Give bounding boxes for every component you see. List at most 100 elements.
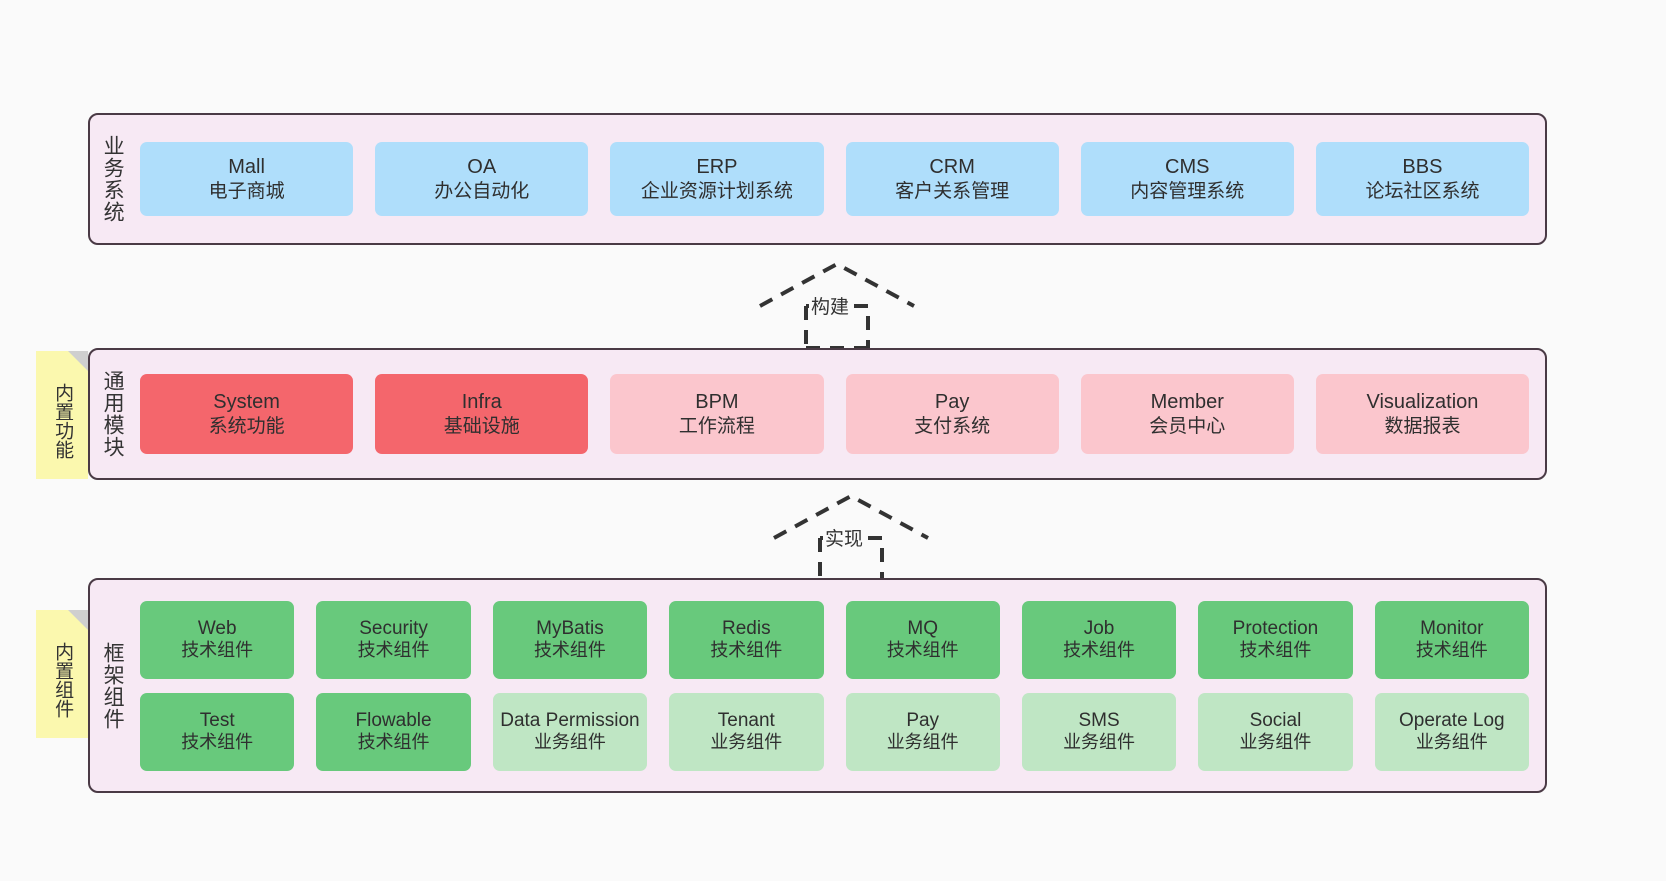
- card-subtitle: 技术组件: [1063, 640, 1136, 661]
- note-builtin-component: 内置组件: [36, 610, 88, 738]
- framework-row-business: Test 技术组件 Flowable 技术组件 Data Permission …: [140, 692, 1529, 771]
- module-card-visualization[interactable]: Visualization 数据报表: [1315, 374, 1530, 454]
- business-card-mall[interactable]: Mall 电子商城: [140, 142, 354, 216]
- card-title: Pay: [906, 709, 940, 731]
- framework-card-social[interactable]: Social 业务组件: [1198, 692, 1353, 771]
- card-title: Infra: [461, 390, 502, 413]
- card-subtitle: 技术组件: [181, 640, 254, 661]
- card-title: Tenant: [717, 709, 775, 731]
- card-title: SMS: [1078, 709, 1120, 731]
- arrow-build-label: 构建: [809, 292, 852, 319]
- layer-modules-title: 通用模块: [101, 370, 125, 458]
- card-title: Security: [359, 617, 428, 639]
- framework-card-job[interactable]: Job 技术组件: [1021, 600, 1177, 679]
- card-subtitle: 论坛社区系统: [1365, 180, 1480, 202]
- card-title: Social: [1249, 709, 1302, 731]
- arrow-implement-label: 实现: [823, 524, 866, 551]
- card-subtitle: 技术组件: [1239, 640, 1312, 661]
- card-subtitle: 内容管理系统: [1130, 180, 1245, 202]
- card-title: Test: [199, 709, 235, 731]
- card-title: CMS: [1165, 155, 1210, 178]
- card-title: Member: [1150, 390, 1224, 413]
- card-subtitle: 办公自动化: [434, 180, 530, 202]
- framework-card-security[interactable]: Security 技术组件: [316, 600, 471, 679]
- card-title: Data Permission: [500, 709, 640, 731]
- card-title: Web: [197, 617, 237, 639]
- card-subtitle: 客户关系管理: [895, 180, 1010, 202]
- framework-card-test[interactable]: Test 技术组件: [140, 692, 295, 771]
- card-title: MQ: [907, 617, 938, 639]
- arrow-implement: 实现: [766, 490, 936, 582]
- card-title: CRM: [929, 155, 975, 178]
- business-card-bbs[interactable]: BBS 论坛社区系统: [1315, 142, 1530, 216]
- layer-general-modules: 通用模块 System 系统功能 Infra 基础设施 BPM 工作流程 Pay…: [88, 348, 1547, 480]
- framework-card-monitor[interactable]: Monitor 技术组件: [1374, 600, 1529, 679]
- card-title: Protection: [1232, 617, 1319, 639]
- module-card-system[interactable]: System 系统功能: [140, 374, 354, 454]
- business-card-crm[interactable]: CRM 客户关系管理: [845, 142, 1059, 216]
- framework-card-mq[interactable]: MQ 技术组件: [845, 600, 1000, 679]
- framework-card-sms[interactable]: SMS 业务组件: [1021, 692, 1177, 771]
- card-subtitle: 技术组件: [181, 732, 254, 753]
- card-subtitle: 工作流程: [678, 415, 755, 437]
- framework-card-operate-log[interactable]: Operate Log 业务组件: [1374, 692, 1529, 771]
- card-subtitle: 技术组件: [710, 640, 783, 661]
- card-subtitle: 业务组件: [1415, 732, 1488, 753]
- card-subtitle: 支付系统: [914, 415, 991, 437]
- card-title: Visualization: [1366, 390, 1479, 413]
- card-subtitle: 会员中心: [1149, 415, 1226, 437]
- card-subtitle: 业务组件: [1063, 732, 1136, 753]
- card-title: MyBatis: [536, 617, 604, 639]
- card-subtitle: 技术组件: [1415, 640, 1488, 661]
- framework-card-tenant[interactable]: Tenant 业务组件: [669, 692, 824, 771]
- framework-card-protection[interactable]: Protection 技术组件: [1198, 600, 1353, 679]
- card-title: Flowable: [355, 709, 432, 731]
- module-card-member[interactable]: Member 会员中心: [1080, 374, 1294, 454]
- card-title: System: [213, 390, 280, 413]
- layer-business-systems: 业务系统 Mall 电子商城 OA 办公自动化 ERP 企业资源计划系统 CRM…: [88, 113, 1547, 245]
- card-subtitle: 数据报表: [1384, 415, 1461, 437]
- card-subtitle: 技术组件: [357, 640, 430, 661]
- card-subtitle: 技术组件: [533, 640, 606, 661]
- module-card-pay[interactable]: Pay 支付系统: [845, 374, 1059, 454]
- modules-row: System 系统功能 Infra 基础设施 BPM 工作流程 Pay 支付系统…: [140, 374, 1530, 454]
- arrow-build: 构建: [752, 258, 922, 350]
- card-subtitle: 业务组件: [886, 732, 959, 753]
- framework-card-mybatis[interactable]: MyBatis 技术组件: [492, 600, 648, 679]
- card-title: Operate Log: [1398, 709, 1505, 731]
- layer-modules-body: System 系统功能 Infra 基础设施 BPM 工作流程 Pay 支付系统…: [134, 350, 1545, 478]
- card-title: BPM: [695, 390, 739, 413]
- card-subtitle: 技术组件: [886, 640, 959, 661]
- business-card-erp[interactable]: ERP 企业资源计划系统: [610, 142, 824, 216]
- card-subtitle: 业务组件: [1239, 732, 1312, 753]
- framework-card-data-permission[interactable]: Data Permission 业务组件: [492, 692, 648, 771]
- framework-card-web[interactable]: Web 技术组件: [140, 600, 295, 679]
- card-title: ERP: [696, 155, 738, 178]
- card-title: OA: [467, 155, 497, 178]
- framework-row-tech: Web 技术组件 Security 技术组件 MyBatis 技术组件 Redi…: [140, 600, 1529, 679]
- card-title: Redis: [722, 617, 771, 639]
- card-subtitle: 系统功能: [208, 415, 285, 437]
- card-title: Job: [1083, 617, 1115, 639]
- business-card-oa[interactable]: OA 办公自动化: [375, 142, 589, 216]
- layer-framework-title: 框架组件: [101, 641, 125, 730]
- card-subtitle: 电子商城: [208, 180, 285, 202]
- card-subtitle: 业务组件: [533, 732, 606, 753]
- module-card-infra[interactable]: Infra 基础设施: [375, 374, 589, 454]
- framework-card-flowable[interactable]: Flowable 技术组件: [316, 692, 471, 771]
- business-card-cms[interactable]: CMS 内容管理系统: [1080, 142, 1294, 216]
- card-title: Mall: [228, 155, 265, 178]
- framework-card-pay[interactable]: Pay 业务组件: [845, 692, 1000, 771]
- layer-framework-components: 框架组件 Web 技术组件 Security 技术组件 MyBatis 技术组件…: [88, 578, 1547, 793]
- card-subtitle: 业务组件: [710, 732, 783, 753]
- framework-card-redis[interactable]: Redis 技术组件: [669, 600, 824, 679]
- layer-framework-body: Web 技术组件 Security 技术组件 MyBatis 技术组件 Redi…: [134, 580, 1545, 791]
- card-subtitle: 基础设施: [443, 415, 520, 437]
- note-builtin-function: 内置功能: [36, 351, 88, 479]
- card-title: BBS: [1402, 155, 1443, 178]
- layer-business-title: 业务系统: [101, 135, 125, 223]
- card-subtitle: 技术组件: [357, 732, 430, 753]
- card-subtitle: 企业资源计划系统: [640, 180, 793, 202]
- module-card-bpm[interactable]: BPM 工作流程: [610, 374, 824, 454]
- card-title: Monitor: [1420, 617, 1484, 639]
